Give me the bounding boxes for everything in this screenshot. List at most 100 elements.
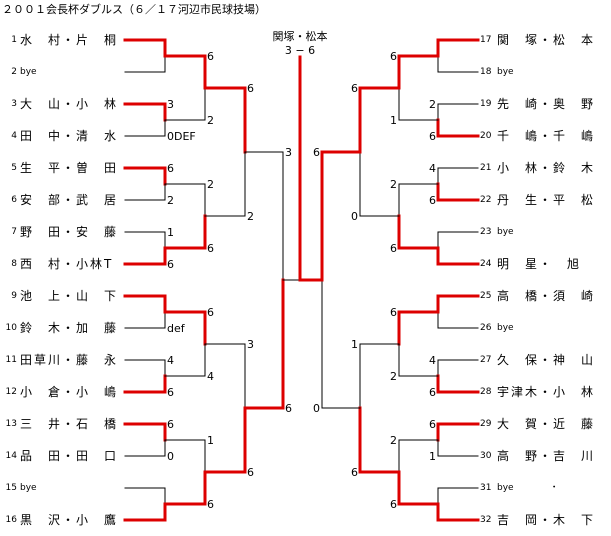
player-number: 16: [5, 515, 17, 525]
match-score: 6: [390, 306, 397, 319]
player-number: 22: [480, 195, 492, 205]
match-score: 6: [207, 50, 214, 63]
player-name: 久 保・神 山: [497, 353, 596, 367]
player-name: 安 部・武 居: [20, 193, 119, 207]
player-number: 10: [5, 323, 17, 333]
player-number: 12: [5, 387, 17, 397]
player-number: 27: [480, 355, 492, 365]
match-score: 6: [390, 242, 397, 255]
player-number: 1: [11, 35, 17, 45]
player-name: 生 平・曽 田: [20, 161, 119, 175]
player-number: 21: [480, 163, 492, 173]
match-score: 1: [390, 114, 397, 127]
player-number: 11: [5, 355, 17, 365]
player-number: 26: [480, 323, 492, 333]
player-number: 6: [11, 195, 17, 205]
match-score: 6: [167, 258, 174, 271]
match-score: 6: [247, 466, 254, 479]
player-number: 9: [11, 291, 17, 301]
player-number: 24: [480, 259, 492, 269]
player-name: 明 星・ 旭: [497, 257, 582, 271]
match-score: def: [167, 322, 185, 335]
match-score: 6: [429, 194, 436, 207]
player-number: 19: [480, 99, 492, 109]
player-number: 29: [480, 419, 492, 429]
player-number: 7: [11, 227, 17, 237]
player-number: 20: [480, 131, 492, 141]
player-name: 高 野・吉 川: [497, 449, 596, 463]
match-score: 6: [429, 386, 436, 399]
player-name: 田 中・清 水: [20, 129, 119, 143]
match-score: 6: [351, 466, 358, 479]
player-name: bye: [497, 323, 514, 333]
player-name: bye: [20, 483, 37, 493]
match-score: 4: [429, 162, 436, 175]
match-score: 2: [429, 98, 436, 111]
player-name: 宇津木・小 林: [497, 385, 596, 399]
match-score: 4: [207, 370, 214, 383]
player-number: 2: [11, 67, 17, 77]
player-name: bye ・: [497, 483, 559, 493]
player-name: 田草川・藤 永: [20, 353, 119, 367]
player-name: 小 林・鈴 木: [497, 161, 596, 175]
match-score: 6: [390, 498, 397, 511]
match-score: 0DEF: [167, 130, 196, 143]
player-name: 丹 生・平 松: [497, 193, 596, 207]
match-score: 6: [207, 242, 214, 255]
match-score: 3: [247, 338, 254, 351]
player-number: 28: [480, 387, 492, 397]
player-number: 13: [5, 419, 17, 429]
player-number: 14: [5, 451, 17, 461]
player-name: 関 塚・松 本: [497, 33, 596, 47]
tournament-title: ２００１会長杯ダブルス（６／１７河辺市民球技場）: [2, 3, 266, 16]
player-name: 吉 岡・木 下: [497, 513, 596, 527]
match-score: 1: [351, 338, 358, 351]
player-name: 池 上・山 下: [20, 289, 119, 303]
match-score: 2: [247, 210, 254, 223]
player-name: 先 崎・奥 野: [497, 97, 596, 111]
final-score: 3 − 6: [284, 44, 316, 57]
match-score: 6: [390, 50, 397, 63]
match-score: 6: [351, 82, 358, 95]
match-score: 6: [247, 82, 254, 95]
player-name: 西 村・小林T: [20, 257, 114, 271]
player-name: 鈴 木・加 藤: [20, 321, 119, 335]
player-number: 5: [11, 163, 17, 173]
player-number: 30: [480, 451, 492, 461]
player-name: 黒 沢・小 鷹: [20, 513, 119, 527]
match-score: 3: [167, 98, 174, 111]
player-name: 野 田・安 藤: [20, 225, 119, 239]
player-name: bye: [497, 227, 514, 237]
match-score: 1: [167, 226, 174, 239]
player-number: 17: [480, 35, 492, 45]
match-score: 6: [167, 162, 174, 175]
player-number: 31: [480, 483, 492, 493]
player-number: 25: [480, 291, 492, 301]
player-number: 18: [480, 67, 492, 77]
match-score: 2: [167, 194, 174, 207]
match-score: 4: [429, 354, 436, 367]
match-score: 6: [429, 418, 436, 431]
match-score: 6: [167, 386, 174, 399]
match-score: 0: [351, 210, 358, 223]
player-number: 3: [11, 99, 17, 109]
player-name: 大 山・小 林: [20, 97, 119, 111]
player-number: 8: [11, 259, 17, 269]
match-score: 6: [313, 146, 320, 159]
player-name: 千 嶋・千 嶋: [497, 129, 596, 143]
player-name: 大 賀・近 藤: [497, 417, 596, 431]
player-name: bye: [497, 67, 514, 77]
match-score: 2: [390, 434, 397, 447]
match-score: 4: [167, 354, 174, 367]
match-score: 6: [207, 306, 214, 319]
match-score: 2: [207, 114, 214, 127]
player-name: 三 井・石 橋: [20, 417, 119, 431]
champion-name: 関塚・松本: [272, 30, 328, 43]
player-number: 23: [480, 227, 492, 237]
player-number: 4: [11, 131, 17, 141]
match-score: 1: [207, 434, 214, 447]
match-score: 1: [429, 450, 436, 463]
match-score: 3: [285, 146, 292, 159]
player-name: 高 橋・須 崎: [497, 289, 596, 303]
